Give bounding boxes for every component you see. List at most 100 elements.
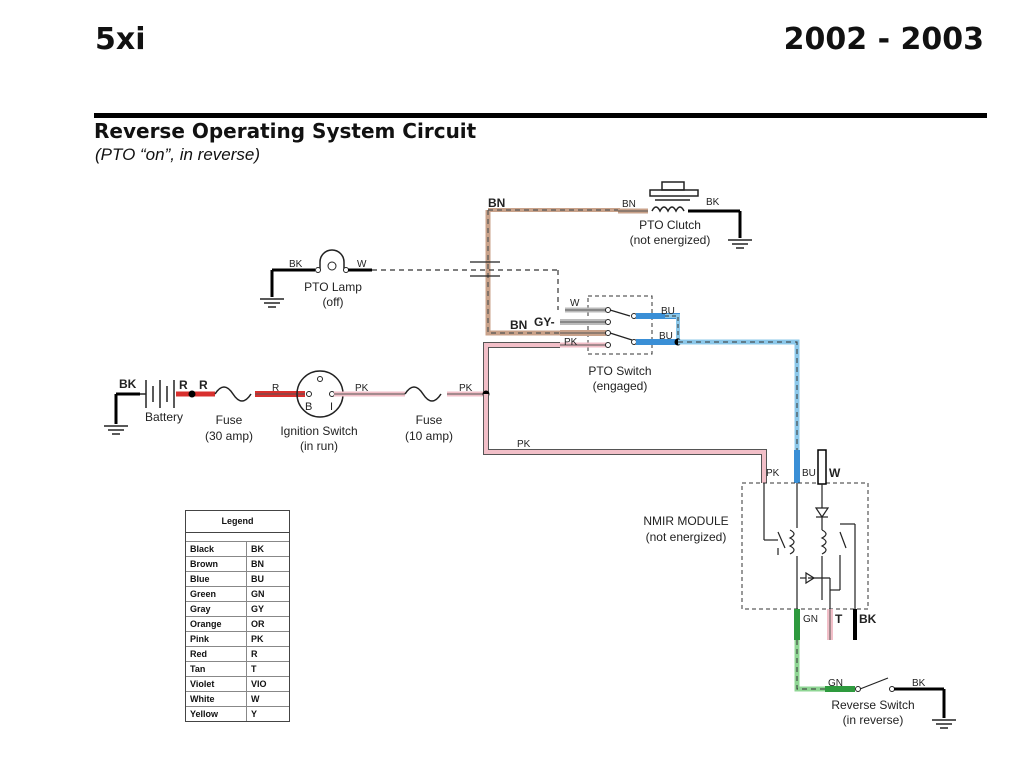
- legend-color-code: BU: [246, 571, 289, 587]
- label-w-lamp: W: [357, 259, 367, 270]
- label-gy-switch: GY-: [534, 315, 555, 329]
- pto-switch: [560, 295, 682, 355]
- legend-title: Legend: [186, 511, 289, 533]
- legend-color-name: Tan: [186, 661, 247, 677]
- reverse-switch: [855, 677, 956, 729]
- diagram-subtitle: (PTO “on”, in reverse): [95, 145, 261, 164]
- pto-clutch-state: (not energized): [630, 233, 711, 247]
- legend-color-name: Blue: [186, 571, 247, 587]
- label-w-switch: W: [570, 298, 580, 309]
- legend-color-name: Brown: [186, 556, 247, 572]
- pto-switch-state: (engaged): [593, 379, 648, 393]
- legend-color-name: Yellow: [186, 706, 247, 721]
- pto-switch-name: PTO Switch: [588, 364, 651, 378]
- legend-color-name: White: [186, 691, 247, 707]
- label-gn-reverse: GN: [828, 678, 843, 689]
- legend-color-name: Gray: [186, 601, 247, 617]
- pink-wire-module: [483, 394, 767, 483]
- label-w-module: W: [829, 466, 841, 480]
- header-rule: [94, 113, 987, 118]
- reverse-switch-name: Reverse Switch: [831, 698, 914, 712]
- legend-color-name: Black: [186, 541, 247, 557]
- legend-color-code: OR: [246, 616, 289, 632]
- battery: [104, 380, 215, 435]
- ignition-term-i: I: [330, 401, 333, 413]
- ignition-term-b: B: [305, 401, 312, 413]
- fuse-10: [404, 386, 490, 402]
- blue-wire: [678, 339, 800, 483]
- label-pk-mid: PK: [517, 439, 531, 450]
- label-bn-top: BN: [488, 196, 505, 210]
- ignition-switch: [296, 370, 405, 418]
- ignition-state: (in run): [300, 439, 338, 453]
- reverse-switch-state: (in reverse): [843, 713, 904, 727]
- fuse-30-name: Fuse: [216, 413, 243, 427]
- nmir-module: [741, 449, 869, 640]
- legend-color-code: VIO: [246, 676, 289, 692]
- label-pk-ignition: PK: [355, 383, 369, 394]
- label-bu-switch1: BU: [661, 306, 675, 317]
- legend-color-code: PK: [246, 631, 289, 647]
- pto-clutch-name: PTO Clutch: [639, 218, 701, 232]
- label-bn-clutch: BN: [622, 199, 636, 210]
- label-bk-module: BK: [859, 612, 877, 626]
- label-bk-reverse: BK: [912, 678, 926, 689]
- legend-color-code: T: [246, 661, 289, 677]
- label-pk-fuse: PK: [459, 383, 473, 394]
- label-pk-module: PK: [766, 468, 780, 479]
- pto-lamp-state: (off): [322, 295, 343, 309]
- legend-color-code: Y: [246, 706, 289, 721]
- nmir-state: (not energized): [646, 530, 727, 544]
- label-bk-clutch: BK: [706, 197, 720, 208]
- pto-clutch: [618, 181, 752, 249]
- label-r-fuse: R: [199, 378, 208, 392]
- label-pk-switch: PK: [564, 337, 578, 348]
- fuse-10-rating: (10 amp): [405, 429, 453, 443]
- legend-color-code: GY: [246, 601, 289, 617]
- fuse-30-rating: (30 amp): [205, 429, 253, 443]
- label-bn-switch: BN: [510, 318, 527, 332]
- pto-lamp: [260, 249, 559, 310]
- fuse-10-name: Fuse: [416, 413, 443, 427]
- green-wire: [794, 640, 855, 692]
- model-name: 5xi: [95, 22, 146, 57]
- label-r-battery: R: [179, 378, 188, 392]
- legend-color-code: BK: [246, 541, 289, 557]
- label-t-module: T: [835, 612, 843, 626]
- label-bu-switch2: BU: [659, 331, 673, 342]
- legend-color-code: GN: [246, 586, 289, 602]
- legend-color-name: Violet: [186, 676, 247, 692]
- ignition-name: Ignition Switch: [280, 424, 357, 438]
- pink-wire-switch: [483, 342, 560, 394]
- model-years: 2002 - 2003: [783, 22, 984, 57]
- legend-color-code: BN: [246, 556, 289, 572]
- label-bk-battery: BK: [119, 377, 137, 391]
- diagram-title: Reverse Operating System Circuit: [94, 119, 477, 143]
- legend-color-name: Red: [186, 646, 247, 662]
- legend-color-name: Green: [186, 586, 247, 602]
- label-bk-lamp: BK: [289, 259, 303, 270]
- legend-color-name: Pink: [186, 631, 247, 647]
- fuse-30: [214, 386, 305, 402]
- brown-wire: [485, 208, 620, 336]
- legend-color-name: Orange: [186, 616, 247, 632]
- legend-color-code: R: [246, 646, 289, 662]
- battery-name: Battery: [145, 410, 183, 424]
- label-bu-module: BU: [802, 468, 816, 479]
- legend-color-code: W: [246, 691, 289, 707]
